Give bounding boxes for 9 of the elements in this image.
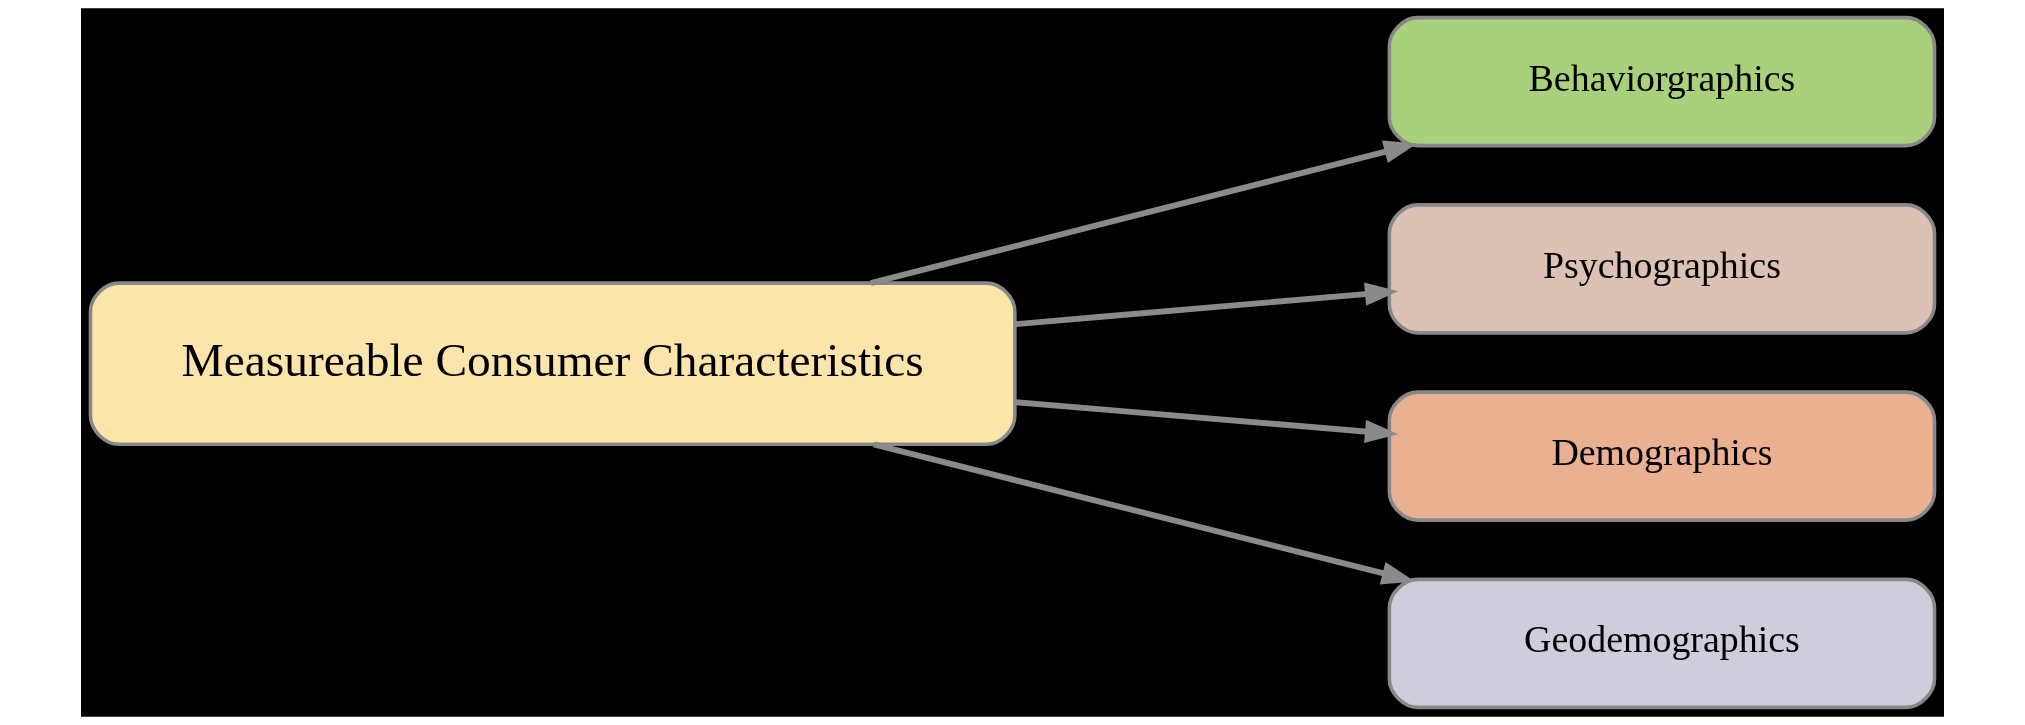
arrow <box>1015 399 1399 444</box>
arrow <box>873 441 1415 585</box>
arrow <box>1015 282 1399 328</box>
node-box: Behaviorgraphics <box>1387 15 1937 148</box>
arrow <box>870 140 1418 286</box>
node-box: Psychographics <box>1387 203 1937 335</box>
node-box: Demographics <box>1387 390 1937 522</box>
node-box: Geodemographics <box>1387 577 1937 710</box>
node-box: Measureable Consumer Characteristics <box>88 281 1017 447</box>
